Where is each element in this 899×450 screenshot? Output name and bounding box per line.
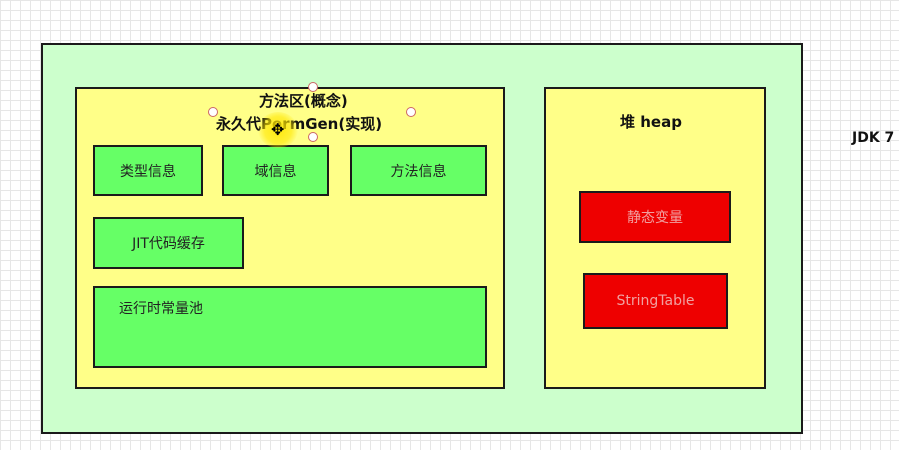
move-cursor-icon: ✥ (271, 120, 285, 139)
jdk-version-label: JDK 7 (852, 130, 895, 146)
jit-code-cache-box[interactable]: JIT代码缓存 (93, 217, 244, 269)
resize-handle-icon[interactable] (208, 107, 218, 117)
static-variables-box[interactable]: 静态变量 (579, 191, 731, 243)
heap-title: 堆 heap (620, 113, 682, 131)
string-table-box[interactable]: StringTable (583, 273, 728, 329)
method-area-title: 方法区(概念) (259, 92, 348, 110)
type-info-box[interactable]: 类型信息 (93, 145, 203, 196)
field-info-box[interactable]: 域信息 (222, 145, 329, 196)
cursor-highlight (258, 112, 298, 148)
resize-handle-icon[interactable] (308, 82, 318, 92)
permgen-title[interactable]: 永久代PermGen(实现) (216, 115, 383, 133)
resize-handle-icon[interactable] (308, 132, 318, 142)
resize-handle-icon[interactable] (406, 107, 416, 117)
runtime-constant-pool-box[interactable]: 运行时常量池 (93, 286, 487, 368)
method-info-box[interactable]: 方法信息 (350, 145, 487, 196)
